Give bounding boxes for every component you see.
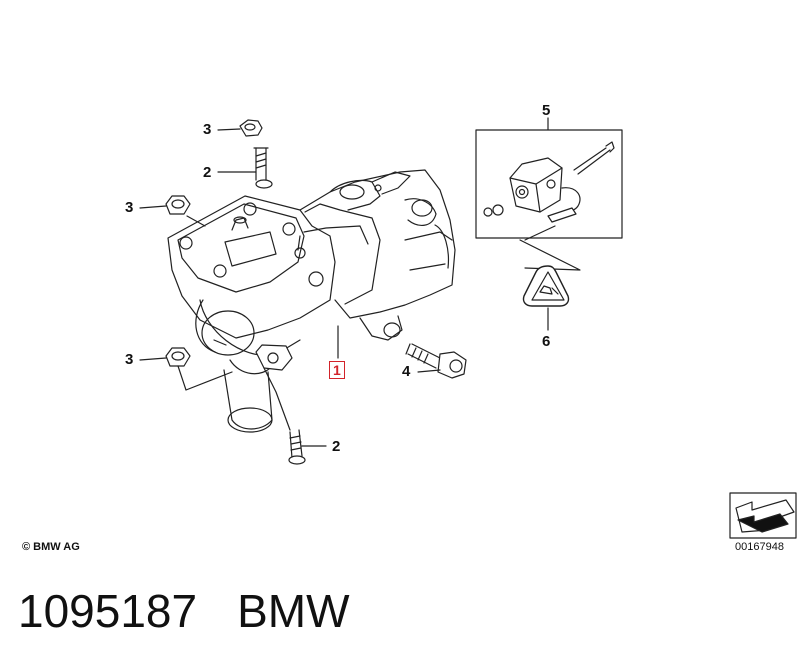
parts-diagram <box>139 117 797 539</box>
bolt-4 <box>405 343 467 379</box>
direction-arrow-icon <box>729 492 797 539</box>
callout-2-bottom: 2 <box>332 438 341 455</box>
nut-3-top <box>239 119 263 137</box>
steering-gear-housing <box>167 169 456 433</box>
callout-3-left: 3 <box>125 199 134 216</box>
callout-3-top: 3 <box>203 121 212 138</box>
callout-6: 6 <box>542 333 551 350</box>
leader-lines <box>139 128 441 447</box>
drawing-number: 00167948 <box>735 541 784 553</box>
callout-1-part[interactable]: 1 <box>329 361 345 379</box>
brand-name: BMW <box>237 585 350 637</box>
callout-4: 4 <box>402 363 411 380</box>
callout-5: 5 <box>542 102 551 119</box>
callout-3-bottom: 3 <box>125 351 134 368</box>
part-number: 1095187 <box>18 585 198 637</box>
nut-3-bottom <box>165 347 191 367</box>
stud-2-top <box>253 147 273 189</box>
callout-2-top: 2 <box>203 164 212 181</box>
stud-2-bottom <box>288 429 306 465</box>
copyright-label: © BMW AG <box>22 541 80 553</box>
nut-3-left <box>165 195 191 215</box>
valve-kit-box <box>475 117 623 241</box>
footer-title: 1095187 BMW <box>18 584 350 638</box>
warning-label <box>519 239 581 331</box>
